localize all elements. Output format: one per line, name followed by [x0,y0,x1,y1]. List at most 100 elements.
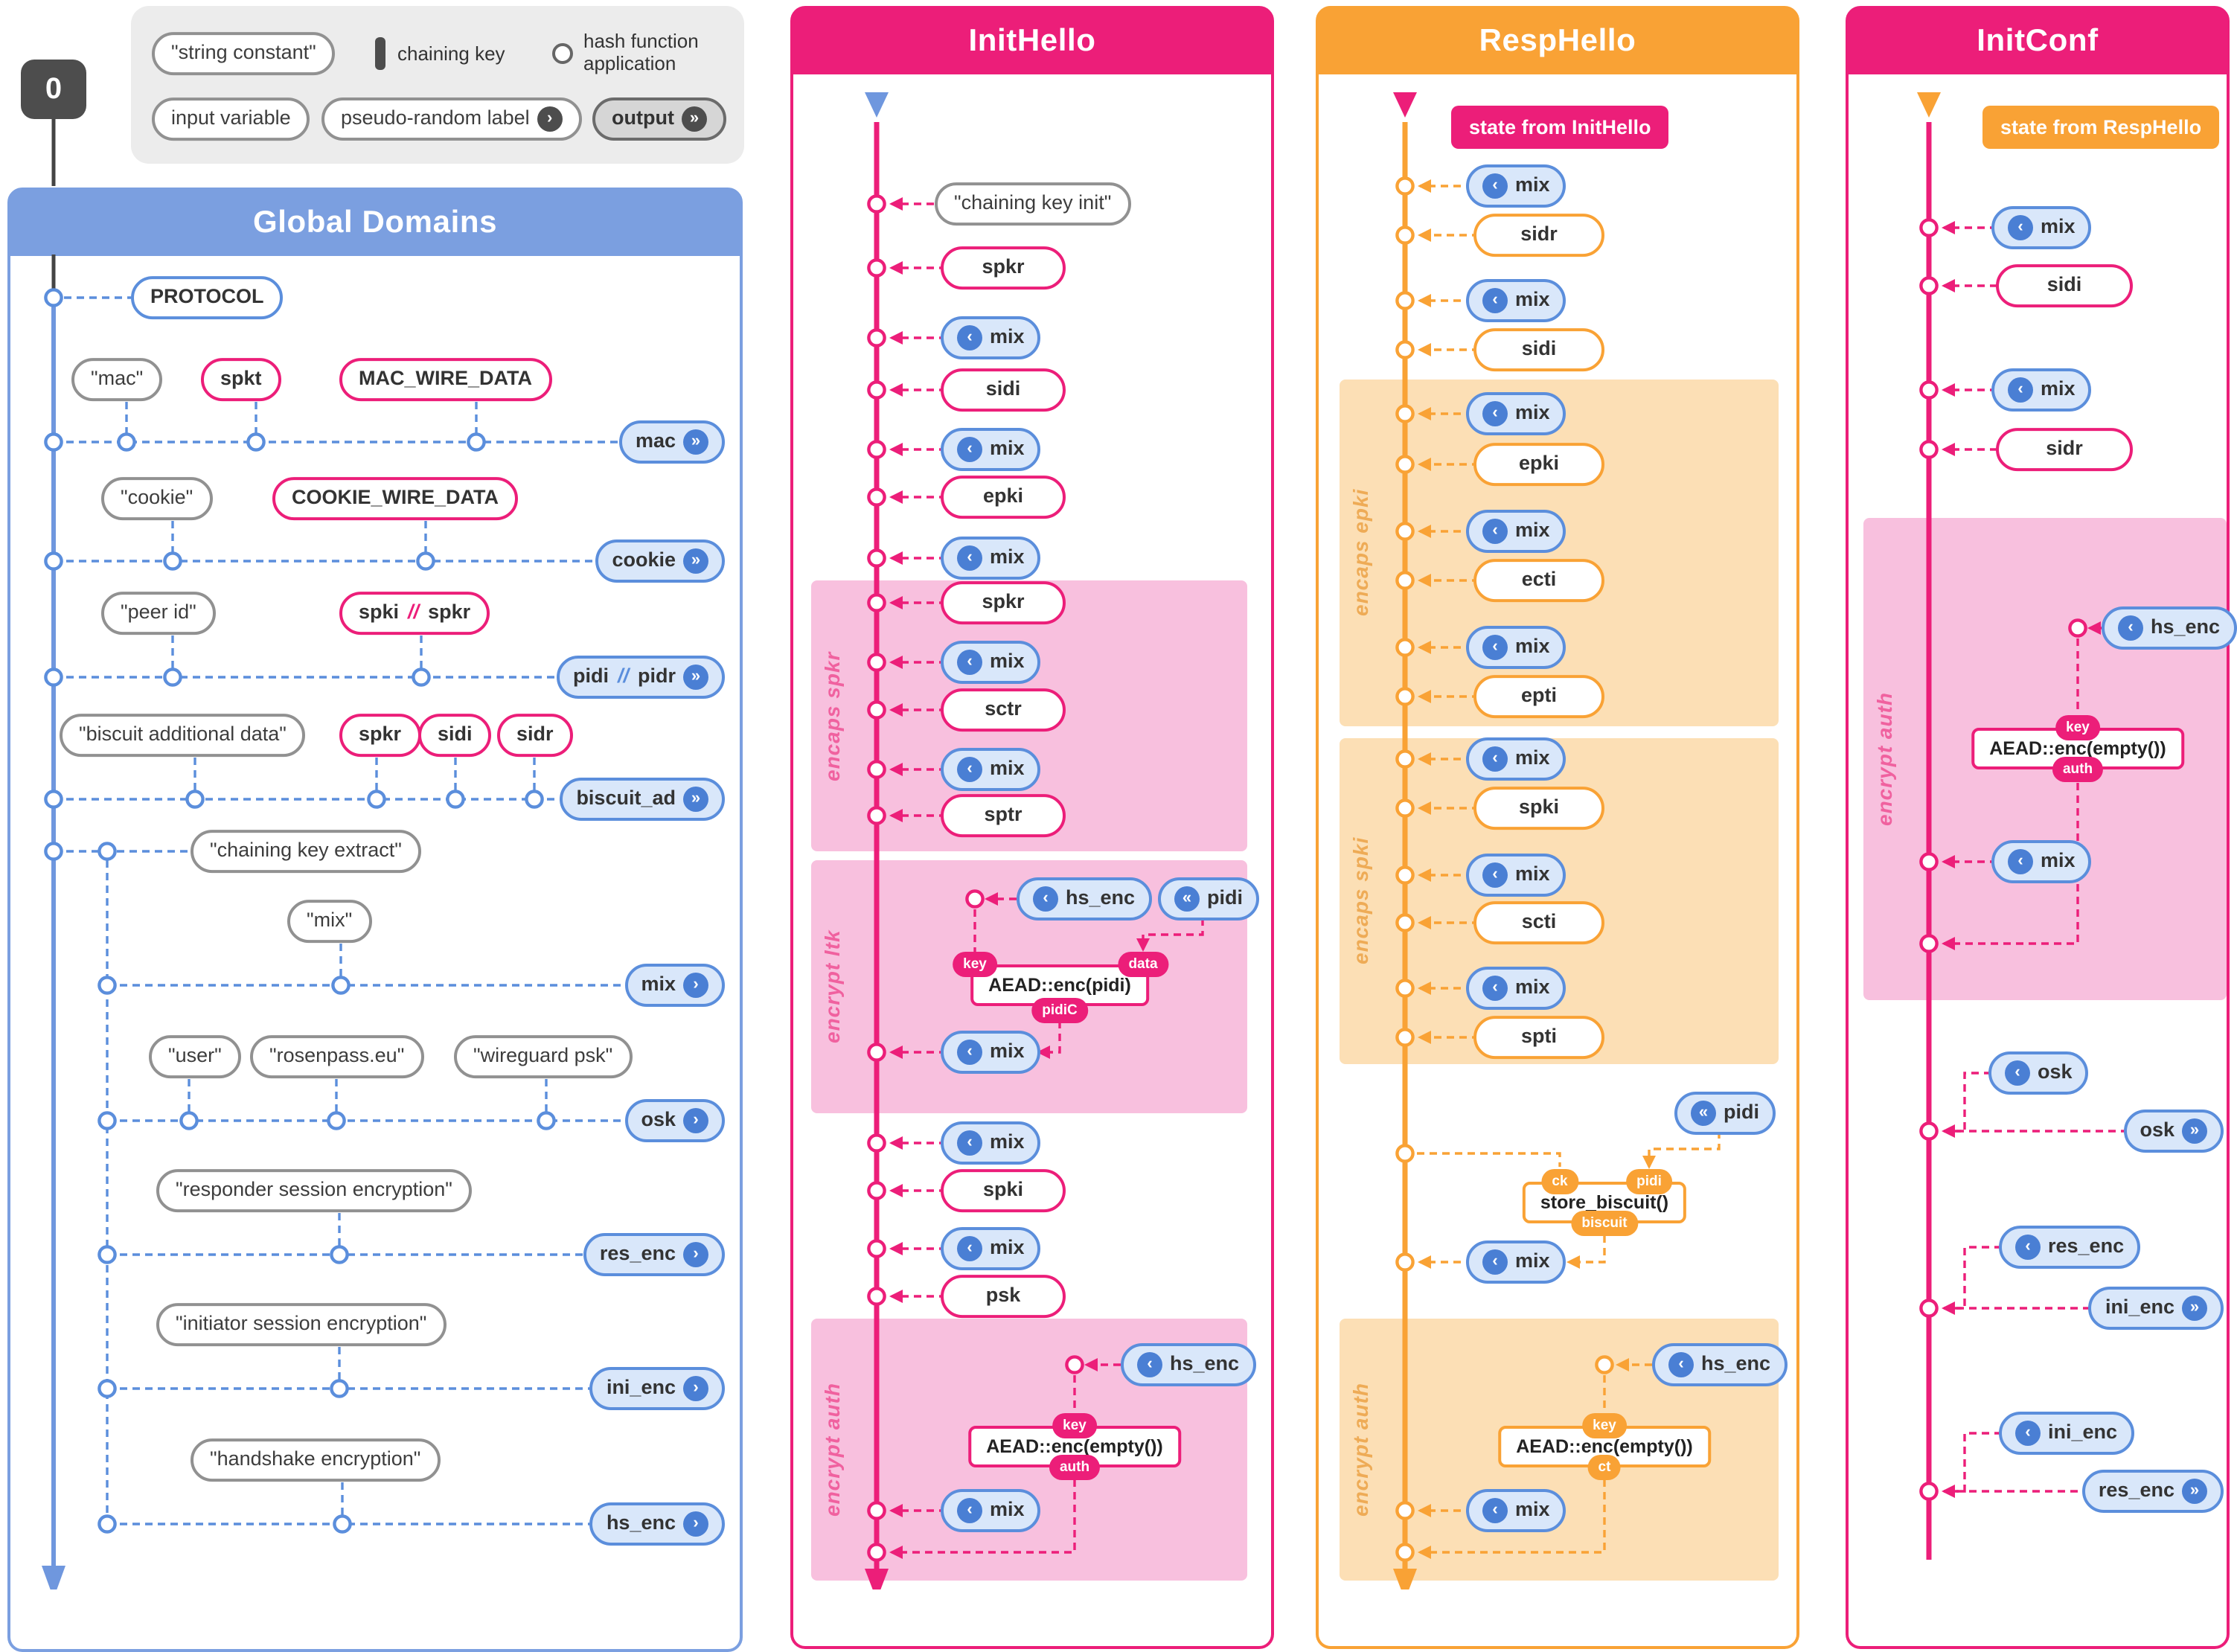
label: pidi [1724,1101,1759,1124]
chevron-left-icon: ‹ [957,1236,982,1261]
label: mix [990,545,1025,569]
mix-pill: ‹mix [941,1121,1041,1165]
var-epki: epki [941,476,1066,519]
label: key [1593,1418,1616,1434]
label: biscuit_ad [576,787,676,810]
label: res_enc [2048,1235,2125,1258]
label: pidr [638,665,676,688]
data-blob: data [1118,952,1168,977]
var-sctr: sctr [941,688,1066,731]
var-ecti: ecti [1473,559,1604,602]
chevron-left-icon: ‹ [1033,886,1058,912]
label: "chaining key init" [954,191,1112,214]
legend-hash-function-label: hash function application [583,30,699,74]
label: mix [1515,862,1550,886]
label: ini_enc [606,1376,676,1399]
var-epti: epti [1473,675,1604,718]
label: spkr [982,255,1025,278]
chevron-right-icon: › [683,1242,708,1267]
var-spki: spki [1473,787,1604,830]
label: hs_enc [2151,615,2221,638]
panel-title-initconf: InitConf [1849,9,2227,74]
label: mix [990,650,1025,673]
label: sidi [2046,273,2082,296]
chevron-right-icon: › [537,106,563,132]
legend-string-constant-pill: "string constant" [152,32,336,75]
chevron-left-icon: ‹ [957,325,982,350]
chevron-left-icon: ‹ [1668,1352,1694,1377]
panel-title-inithello: InitHello [793,9,1271,74]
chevron-left-icon: ‹ [1482,862,1508,888]
auth-blob: auth [1049,1455,1101,1480]
double-slash-icon: // [617,665,629,688]
label: mix [990,1040,1025,1063]
const-cookie: "cookie" [101,477,213,520]
label: MAC_WIRE_DATA [359,367,532,390]
var-sidr: sidr [1473,214,1604,257]
mix-pill: ‹mix [1466,1240,1566,1284]
label-osk-output: osk› [624,1099,725,1142]
legend-output-pill: output» [592,97,726,141]
chevron-left-icon: ‹ [2008,849,2033,874]
chevron-left-icon: ‹ [957,437,982,462]
label: osk [2038,1060,2073,1083]
chevron-right-icon: › [683,1376,708,1401]
const-handshake-encryption: "handshake encryption" [191,1438,441,1482]
var-spkt: spkt [201,358,281,401]
label: mix [1515,401,1550,424]
mix-pill: ‹mix [1466,279,1566,322]
label: AEAD::enc(empty()) [1989,738,2166,759]
region-encaps-epki [1340,380,1779,726]
chevron-left-icon: ‹ [2118,615,2143,641]
label-res-enc-input: ‹res_enc [1999,1226,2141,1269]
var-spti: spti [1473,1016,1604,1059]
label: "biscuit additional data" [79,723,287,746]
panel-global-domains: Global Domains [7,188,743,1652]
var-pidi-input: «pidi [1158,877,1259,921]
label: sidi [1521,337,1557,360]
var-sidr: sidr [497,714,573,757]
label: "user" [168,1044,222,1067]
chain-start-zero: 0 [21,60,86,119]
label: state from InitHello [1469,116,1651,138]
mix-pill: ‹ mix [1466,854,1566,897]
var-sidr: sidr [1996,428,2133,471]
label-hs-enc-input: ‹hs_enc [1121,1343,1256,1386]
label: biscuit [1581,1215,1628,1232]
title-text: InitConf [1977,24,2099,58]
biscuit-blob: biscuit [1571,1211,1638,1236]
label: res_enc [599,1242,676,1265]
label: mix [641,973,676,996]
const-rosenpass-eu: "rosenpass.eu" [250,1035,424,1078]
chevron-left-icon: ‹ [1482,173,1508,199]
chevron-left-icon: ‹ [957,1040,982,1065]
label: mix [990,1498,1025,1521]
chevron-left-icon: ‹ [2008,215,2033,240]
hash-function-icon [552,43,573,64]
ct-blob: ct [1587,1455,1622,1480]
label-ini-enc-output: ini_enc» [2088,1287,2224,1330]
var-sidi: sidi [941,368,1066,412]
label: "rosenpass.eu" [269,1044,405,1067]
label: cookie [612,548,676,572]
label: epti [1520,684,1557,707]
label: "mac" [91,367,144,390]
double-chevron-right-icon: » [683,787,708,812]
label: output [612,106,674,129]
chevron-left-icon: ‹ [957,545,982,571]
label: mix [2041,377,2076,400]
label: pidi [1207,886,1243,909]
label: ck [1552,1174,1568,1190]
label: spkr [982,590,1025,613]
label: sidi [438,723,473,746]
label-hs-enc-output: hs_enc› [589,1502,725,1546]
label: mix [990,325,1025,348]
label-hs-enc-input: ‹hs_enc [1017,877,1152,921]
const-responder-session-encryption: "responder session encryption" [156,1169,472,1212]
label: epki [1518,452,1559,475]
mix-pill: ‹mix [941,1489,1041,1532]
label: mix [1515,635,1550,658]
label: "mix" [307,909,353,932]
chevron-left-icon: ‹ [1482,635,1508,660]
chevron-left-icon: ‹ [957,757,982,782]
